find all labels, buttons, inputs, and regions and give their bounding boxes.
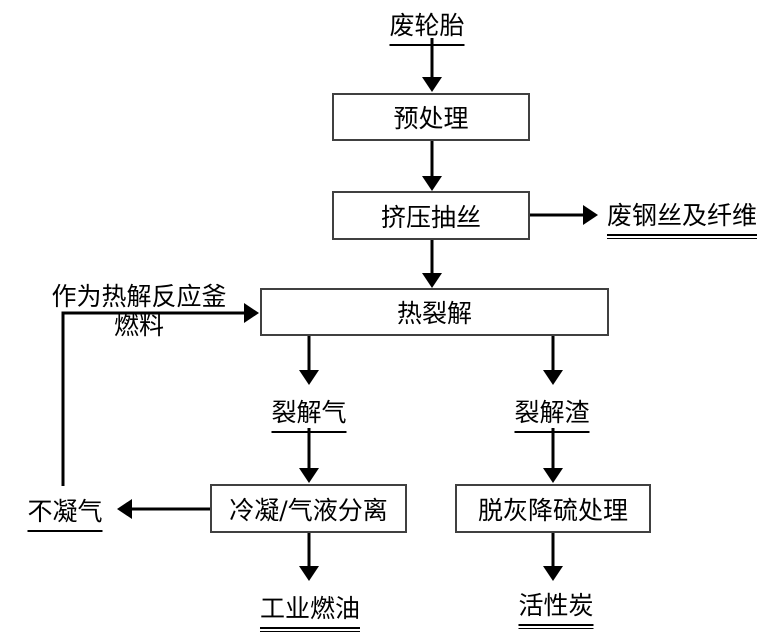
label-pyrolysis-gas-text: 裂解气 <box>271 398 347 427</box>
node-condensation-separation: 冷凝/气液分离 <box>210 484 407 533</box>
node-pretreatment: 预处理 <box>332 93 530 141</box>
fuel-note-line2: 燃料 <box>113 311 165 340</box>
label-pyrolysis-residue-text: 裂解渣 <box>514 398 590 427</box>
arrow-condensation-to-non-condensable <box>117 499 210 519</box>
node-condensation-separation-label: 冷凝/气液分离 <box>229 495 388 525</box>
label-pyrolysis-gas: 裂解气 <box>271 393 347 433</box>
label-waste-steel-and-fiber-text: 废钢丝及纤维 <box>606 201 758 230</box>
underline-second <box>606 238 758 239</box>
arrow-pyrolysis-to-residue <box>543 336 563 385</box>
arrow-pretreatment-to-extrusion <box>422 141 442 191</box>
arrow-deash-to-activated-carbon <box>543 533 563 581</box>
arrow-extrusion-to-pyrolysis <box>422 239 442 288</box>
node-extrusion-drawing-label: 挤压抽丝 <box>380 202 481 232</box>
arrow-pyrolysis-to-gas <box>299 336 319 385</box>
fuel-note-line1: 作为热解反应釜 <box>51 282 227 311</box>
fuel-note: 作为热解反应釜 燃料 <box>51 282 226 340</box>
underline <box>518 624 594 626</box>
loop-non-condensable-gas-to-pyrolysis <box>61 303 259 486</box>
arrow-condensation-to-fuel-oil <box>299 533 319 581</box>
node-pretreatment-label: 预处理 <box>393 104 469 133</box>
underline <box>514 431 590 433</box>
node-extrusion-drawing: 挤压抽丝 <box>332 191 530 240</box>
underline-second <box>259 631 361 632</box>
label-non-condensable-gas: 不凝气 <box>27 492 103 532</box>
node-pyrolysis-label: 热裂解 <box>396 299 472 328</box>
label-pyrolysis-residue: 裂解渣 <box>514 393 590 433</box>
label-activated-carbon-text: 活性炭 <box>518 591 594 620</box>
node-pyrolysis: 热裂解 <box>260 288 609 336</box>
underline <box>606 234 758 236</box>
node-deash-desulfur-label: 脱灰降硫处理 <box>477 495 628 525</box>
underline <box>27 530 103 532</box>
underline <box>389 44 465 46</box>
underline <box>271 431 347 433</box>
node-deash-desulfur: 脱灰降硫处理 <box>455 484 651 533</box>
arrow-waste-tire-to-pretreatment <box>422 38 442 92</box>
label-industrial-fuel-oil: 工业燃油 <box>259 589 361 632</box>
arrow-residue-to-deash <box>543 428 563 483</box>
label-non-condensable-gas-text: 不凝气 <box>27 497 103 526</box>
label-waste-tire: 废轮胎 <box>389 6 465 46</box>
label-activated-carbon: 活性炭 <box>518 586 594 629</box>
label-industrial-fuel-oil-text: 工业燃油 <box>259 594 361 623</box>
underline <box>259 627 361 629</box>
label-waste-steel-and-fiber: 废钢丝及纤维 <box>606 196 758 239</box>
underline-second <box>518 628 594 629</box>
arrow-extrusion-to-waste-steel <box>530 205 598 225</box>
arrow-gas-to-condensation <box>299 428 319 483</box>
label-waste-tire-text: 废轮胎 <box>389 11 465 40</box>
